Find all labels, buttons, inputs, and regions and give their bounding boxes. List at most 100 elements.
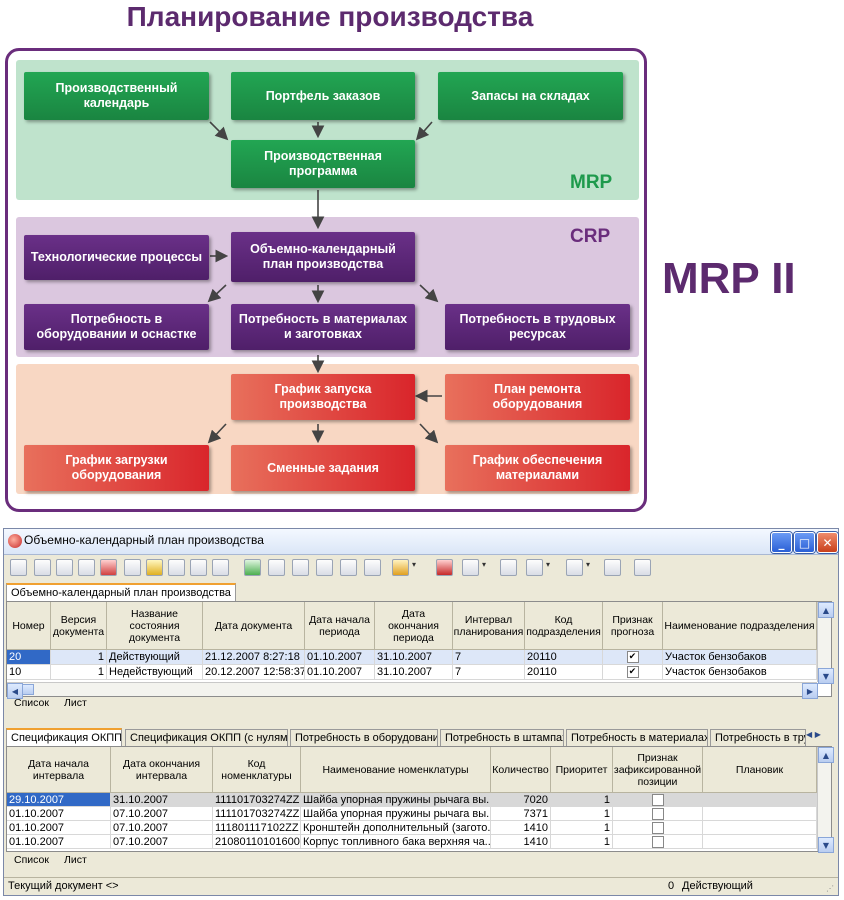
- fixed-position-checkbox[interactable]: [613, 807, 703, 821]
- tab-equipment-need[interactable]: Потребность в оборудовании: [290, 729, 438, 746]
- chart-icon[interactable]: [526, 559, 543, 576]
- cell-priority[interactable]: 1: [551, 835, 613, 849]
- column-header[interactable]: Дата начала интервала: [7, 747, 111, 793]
- cell-interval[interactable]: 7: [453, 665, 525, 680]
- delete-document-icon[interactable]: [100, 559, 117, 576]
- cell-doc-date[interactable]: 21.12.2007 8:27:18: [203, 650, 305, 665]
- column-header[interactable]: Признак зафиксированной позиции: [613, 747, 703, 793]
- chevron-down-icon[interactable]: ▾: [586, 560, 591, 569]
- tab-sheet[interactable]: Лист: [64, 697, 87, 709]
- scroll-down-icon[interactable]: ▼: [818, 668, 834, 684]
- tab-stamps-need[interactable]: Потребность в штампах: [440, 729, 564, 746]
- cell-version[interactable]: 1: [51, 650, 107, 665]
- calc-icon[interactable]: [340, 559, 357, 576]
- new-document-icon[interactable]: [10, 559, 27, 576]
- cell-code[interactable]: 20110: [525, 650, 603, 665]
- cell-planner[interactable]: [703, 807, 817, 821]
- column-header[interactable]: Дата окончания интервала: [111, 747, 213, 793]
- statistics-icon[interactable]: [604, 559, 621, 576]
- open-folder-icon[interactable]: [392, 559, 409, 576]
- resize-grip-icon[interactable]: ⋰: [826, 884, 834, 893]
- copy-document-icon[interactable]: [56, 559, 73, 576]
- cell-quantity[interactable]: 7371: [491, 807, 551, 821]
- cell-version[interactable]: 1: [51, 665, 107, 680]
- tab-labor-need[interactable]: Потребность в тру: [710, 729, 806, 746]
- column-header[interactable]: Наименование номенклатуры: [301, 747, 491, 793]
- cell-planner[interactable]: [703, 821, 817, 835]
- cell-end[interactable]: 31.10.2007: [375, 665, 453, 680]
- cell-item-name[interactable]: Корпус топливного бака верхняя ча...: [301, 835, 491, 849]
- cell-number[interactable]: 10: [7, 665, 51, 680]
- title-bar[interactable]: [4, 529, 838, 555]
- cell-priority[interactable]: 1: [551, 807, 613, 821]
- chevron-down-icon[interactable]: ▾: [546, 560, 551, 569]
- cell-interval-end[interactable]: 07.10.2007: [111, 821, 213, 835]
- cell-planner[interactable]: [703, 793, 817, 807]
- column-header[interactable]: Интервал планирования: [453, 602, 525, 650]
- properties-icon[interactable]: [168, 559, 185, 576]
- column-header[interactable]: Приоритет: [551, 747, 613, 793]
- fixed-position-checkbox[interactable]: [613, 821, 703, 835]
- column-header[interactable]: Версия документа: [51, 602, 107, 650]
- find-icon[interactable]: [268, 559, 285, 576]
- archive-icon[interactable]: [190, 559, 207, 576]
- column-header[interactable]: Название состояния документа: [107, 602, 203, 650]
- cell-number[interactable]: 20: [7, 650, 51, 665]
- cell-quantity[interactable]: 1410: [491, 821, 551, 835]
- column-header[interactable]: Наименование подразделения: [663, 602, 817, 650]
- app-icon[interactable]: [8, 534, 22, 548]
- fixed-position-checkbox[interactable]: [613, 793, 703, 807]
- refresh-icon[interactable]: [244, 559, 261, 576]
- column-header[interactable]: Плановик: [703, 747, 817, 793]
- tab-volume-plan[interactable]: Объемно-календарный план производства: [6, 583, 236, 601]
- cell-state[interactable]: Недействующий: [107, 665, 203, 680]
- scroll-right-icon[interactable]: ▶: [802, 683, 818, 699]
- cell-interval-start[interactable]: 01.10.2007: [7, 821, 111, 835]
- tab-materials-need[interactable]: Потребность в материалах: [566, 729, 708, 746]
- cell-item-name[interactable]: Кронштейн дополнительный (загото...: [301, 821, 491, 835]
- cell-interval[interactable]: 7: [453, 650, 525, 665]
- tab-list[interactable]: Список: [14, 697, 49, 709]
- fixed-position-checkbox[interactable]: [613, 835, 703, 849]
- cell-start[interactable]: 01.10.2007: [305, 665, 375, 680]
- cell-interval-start[interactable]: 01.10.2007: [7, 835, 111, 849]
- scroll-left-icon[interactable]: ◀: [7, 683, 23, 699]
- report-icon[interactable]: [292, 559, 309, 576]
- lower-vertical-scrollbar[interactable]: ▲ ▼: [817, 747, 834, 853]
- forecast-checkbox[interactable]: ✔: [603, 650, 663, 665]
- edit-document-icon[interactable]: [34, 559, 51, 576]
- tab-list[interactable]: Список: [14, 854, 49, 866]
- cell-interval-start[interactable]: 29.10.2007: [7, 793, 111, 807]
- forecast-checkbox[interactable]: ✔: [603, 665, 663, 680]
- cell-code[interactable]: 20110: [525, 665, 603, 680]
- chevron-down-icon[interactable]: ▾: [412, 560, 417, 569]
- sheet-icon[interactable]: [316, 559, 333, 576]
- chevron-left-icon[interactable]: ◀: [806, 730, 813, 739]
- column-header[interactable]: Код номенклатуры: [213, 747, 301, 793]
- cell-item-code[interactable]: 111101703274ZZ: [213, 807, 301, 821]
- cell-item-name[interactable]: Шайба упорная пружины рычага вы...: [301, 807, 491, 821]
- cell-state[interactable]: Действующий: [107, 650, 203, 665]
- totals-icon[interactable]: [566, 559, 583, 576]
- chevron-down-icon[interactable]: ▾: [482, 560, 487, 569]
- column-header[interactable]: Код подразделения: [525, 602, 603, 650]
- move-document-icon[interactable]: [78, 559, 95, 576]
- column-header[interactable]: Дата начала периода: [305, 602, 375, 650]
- cell-interval-start[interactable]: 01.10.2007: [7, 807, 111, 821]
- structure-icon[interactable]: [364, 559, 381, 576]
- scroll-down-icon[interactable]: ▼: [818, 837, 834, 853]
- cell-quantity[interactable]: 1410: [491, 835, 551, 849]
- maximize-button[interactable]: □: [794, 532, 815, 553]
- close-button[interactable]: ✕: [817, 532, 838, 553]
- document-list-icon[interactable]: [212, 559, 229, 576]
- cell-dept[interactable]: Участок бензобаков: [663, 650, 817, 665]
- tab-sheet[interactable]: Лист: [64, 854, 87, 866]
- cell-item-name[interactable]: Шайба упорная пружины рычага вы...: [301, 793, 491, 807]
- column-header[interactable]: Дата документа: [203, 602, 305, 650]
- cell-priority[interactable]: 1: [551, 821, 613, 835]
- scroll-up-icon[interactable]: ▲: [818, 747, 834, 763]
- column-header[interactable]: Номер: [7, 602, 51, 650]
- cell-item-code[interactable]: 111101703274ZZ: [213, 793, 301, 807]
- cell-end[interactable]: 31.10.2007: [375, 650, 453, 665]
- upper-horizontal-scrollbar[interactable]: ◀ ▶: [7, 682, 818, 699]
